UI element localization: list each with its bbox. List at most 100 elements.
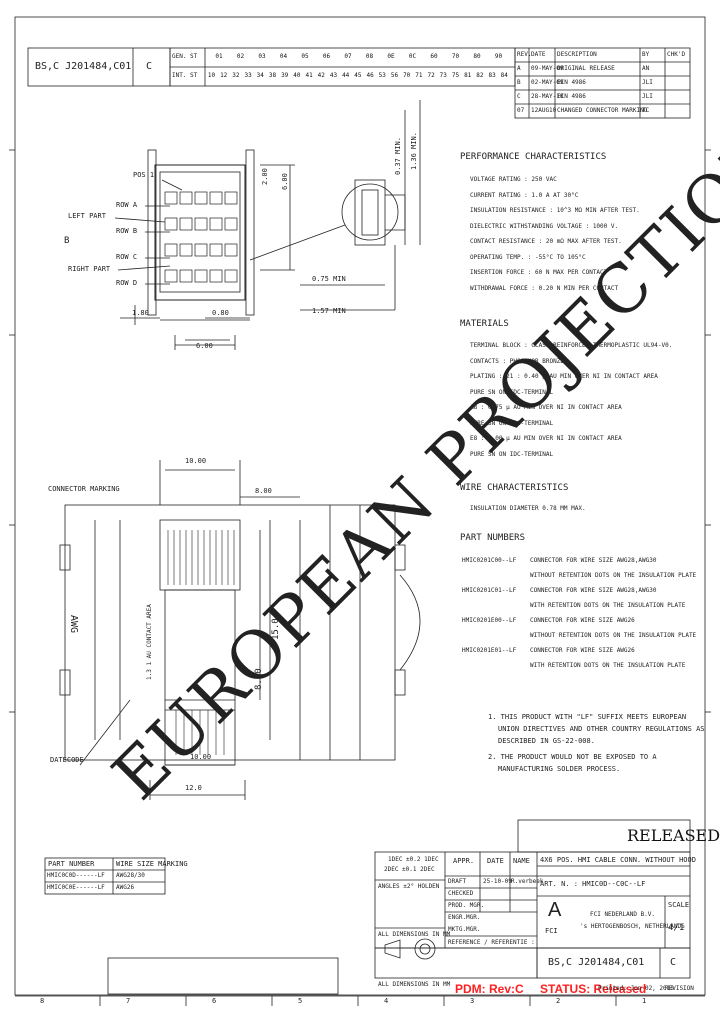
revision-cell: TC (642, 107, 650, 114)
int-st-cell: 42 (317, 72, 325, 79)
part-description: CONNECTOR FOR WIRE SIZE AWG26 (530, 647, 635, 654)
performance-item: INSULATION RESISTANCE : 10^3 MΩ MIN AFTE… (470, 207, 640, 214)
row-b-label: ROW B (116, 227, 138, 235)
revision-cell: 02-MAY-09 (531, 79, 564, 86)
title-doc-number: BS,C J201484,C01 (548, 957, 645, 968)
eng-mgr-label: ENGR.MGR. (448, 914, 481, 921)
drawing-title: 4X6 POS. HMI CABLE CONN. WITHOUT HOOD (540, 856, 696, 864)
zone-number: 8 (40, 997, 45, 1005)
int-st-cell: 46 (366, 72, 374, 79)
materials-item: E8 : 2.00 μ AU MIN OVER NI IN CONTACT AR… (470, 435, 622, 442)
int-st-cell: 40 (293, 72, 301, 79)
all-dimensions-label: ALL DIMENSIONS IN MM (378, 931, 451, 938)
dim-6-00: 6.00 (196, 342, 213, 350)
right-part-label: RIGHT PART (68, 265, 111, 273)
materials-item: PLATING : 21 : 0.40 μ AU MIN OVER NI IN … (470, 373, 658, 380)
scale-value: 4/1 (668, 923, 685, 933)
checked-label: CHECKED (448, 890, 474, 897)
scale-label: SCALE (668, 901, 690, 909)
int-st-cell: 73 (439, 72, 447, 79)
dim-12-0: 12.0 (185, 784, 202, 792)
revision-cell: C (517, 93, 521, 100)
tol-line-1: 1DEC ±0.2 1DEC (388, 856, 439, 863)
int-st-cell: 38 (268, 72, 277, 79)
note-1b: UNION DIRECTIVES AND OTHER COUNTRY REGUL… (498, 725, 705, 733)
left-part-label: LEFT PART (68, 212, 106, 220)
tol-line-3: ANGLES ±2° HOLDEN (378, 883, 440, 890)
materials-item: TERMINAL BLOCK : GLASS REINFORCED THERMO… (470, 342, 673, 349)
performance-item: WITHDRAWAL FORCE : 0.20 N MIN PER CONTAC… (470, 284, 619, 292)
company-city: 's HERTOGENBOSCH, NETHERLANDS (580, 923, 685, 930)
revision-cell: ECN 4986 (557, 79, 586, 86)
reference-label: REFERENCE / REFERENTIE : (448, 939, 535, 946)
int-st-cell: 72 (427, 72, 435, 79)
int-st-cell: 81 (464, 72, 472, 79)
name-header: NAME (513, 857, 530, 865)
gen-st-cell: 08 (365, 53, 374, 60)
gen-st-cell: 03 (258, 53, 266, 60)
int-st-cell: 33 (244, 72, 252, 79)
revision-cell: 12AUG10 (531, 107, 557, 114)
note-1a: 1. THIS PRODUCT WITH "LF" SUFFIX MEETS E… (488, 713, 687, 721)
part-description: CONNECTOR FOR WIRE SIZE AWG28,AWG30 (530, 557, 657, 564)
dim-1-57: 1.57 MIN (312, 307, 346, 315)
gen-st-cell: 01 (215, 53, 223, 60)
tol-line-2: 2DEC ±0.1 2DEC (384, 866, 435, 873)
gen-st-cell: 0E (387, 53, 395, 60)
gen-st-cell: 0C (408, 53, 417, 60)
int-st-cell: 10 (207, 72, 216, 79)
connector-marking-label: CONNECTOR MARKING (48, 485, 120, 493)
int-st-cell: 34 (256, 72, 264, 79)
revision-cell: 09-MAY-09 (531, 65, 564, 72)
int-st-label: INT. ST (172, 72, 198, 79)
int-st-cell: 75 (451, 72, 460, 79)
part-description: CONNECTOR FOR WIRE SIZE AWG28,AWG30 (530, 587, 657, 594)
int-st-cell: 82 (476, 72, 484, 79)
revision-header-cell: REV. (517, 51, 532, 58)
materials-item: PURE SN ON IDC-TERMINAL (470, 419, 554, 427)
header-sheet-mark: C (146, 61, 153, 72)
company-name: FCI NEDERLAND B.V. (590, 911, 656, 918)
int-st-cell: 43 (329, 72, 338, 79)
performance-item: CONTACT RESISTANCE : 20 mΩ MAX AFTER TES… (470, 238, 622, 245)
row-a-label: ROW A (116, 201, 138, 209)
dim-2-00: 2.00 (261, 168, 269, 185)
revision-label: REVISION (665, 985, 694, 992)
int-st-cell: 71 (415, 72, 423, 79)
revision-cell: CHANGED CONNECTOR MARKING (557, 107, 648, 114)
gen-st-cell: 02 (236, 53, 245, 60)
int-st-cell: 12 (220, 72, 228, 79)
zone-number: 3 (470, 997, 475, 1005)
dim-0-37: 0.37 MIN. (394, 137, 402, 175)
all-dimensions-label-bottom: ALL DIMENSIONS IN MM (378, 981, 451, 988)
row-d-label: ROW D (116, 279, 138, 287)
int-st-cell: 83 (488, 72, 496, 79)
zone-number: 4 (384, 997, 389, 1005)
materials-item: CONTACTS : PHOSPHOR BRONZE. (470, 357, 568, 365)
dim-1-80: 1.80 (132, 309, 149, 317)
gen-st-cell: 90 (494, 53, 503, 60)
wire-title: WIRE CHARACTERISTICS (460, 483, 569, 493)
int-st-cell: 39 (281, 72, 289, 79)
gen-st-cell: 04 (279, 53, 288, 60)
dim-0-80: 0.80 (212, 309, 229, 317)
gen-st-cell: 80 (473, 53, 481, 60)
b-mark: B (64, 236, 70, 246)
wire-table-part: HMIC0C0D------LF (47, 872, 105, 879)
part-number: HMIC0201C00--LF (462, 557, 517, 564)
zone-number: 7 (126, 997, 131, 1005)
appr-header: APPR. (453, 857, 475, 865)
awg-label: AWG (68, 615, 79, 634)
revision-cell: A (517, 65, 521, 72)
note-2b: MANUFACTURING SOLDER PROCESS. (498, 765, 621, 773)
mkt-mgr-label: MKTG.MGR. (448, 926, 481, 933)
outer-border (14, 16, 706, 996)
int-st-cell: 53 (378, 72, 386, 79)
part-description: CONNECTOR FOR WIRE SIZE AWG26 (530, 617, 635, 624)
pos1-label: POS 1 (133, 171, 155, 179)
released-stamp: RELEASED (627, 826, 720, 845)
part-number: HMIC0201E00--LF (462, 617, 517, 624)
zone-number: 6 (212, 997, 217, 1005)
